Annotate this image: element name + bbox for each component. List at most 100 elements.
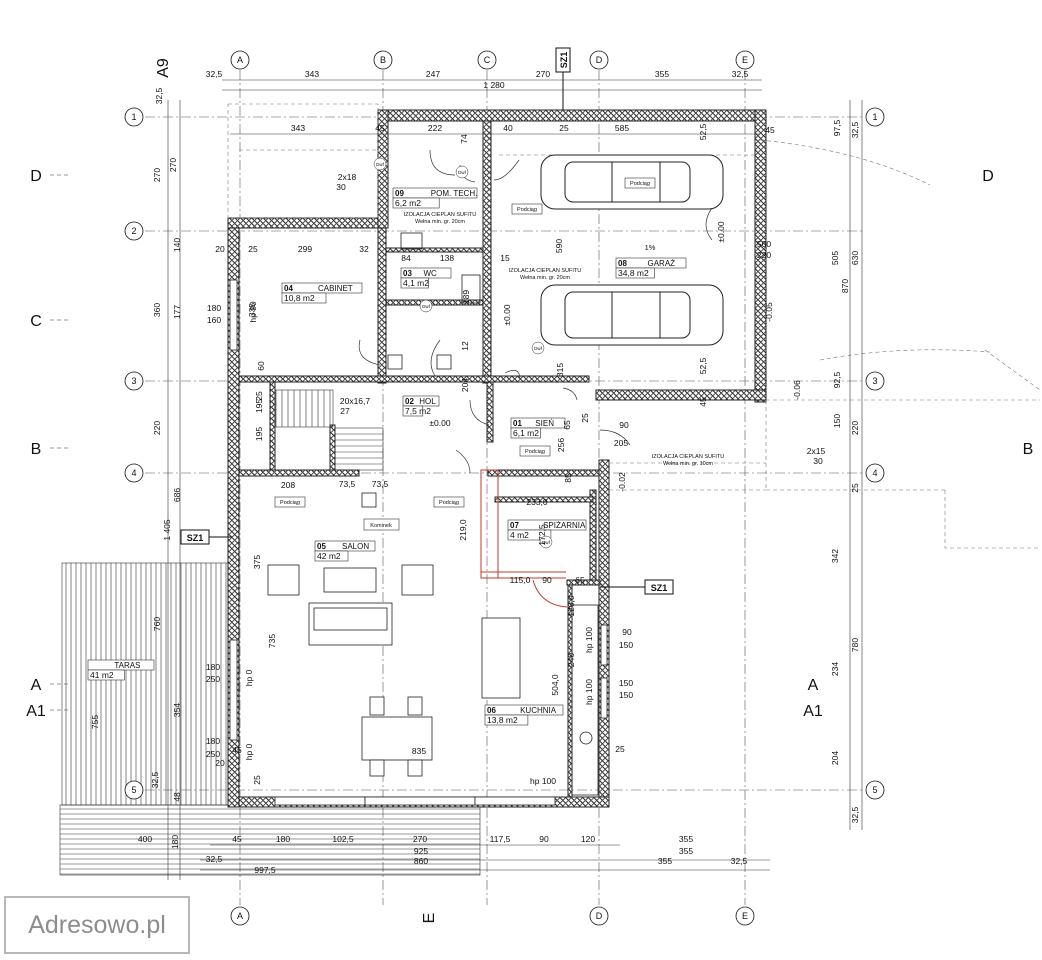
furniture: [267, 232, 599, 796]
dims_left-7: 686: [172, 488, 182, 502]
dims_top-5: 32,5: [732, 69, 749, 79]
dims_right-8: 25: [850, 483, 860, 493]
dim-interior-4: 60: [256, 361, 266, 371]
side-axis-left-1: C: [30, 313, 42, 330]
room-area-0: 6,2 m2: [395, 198, 421, 208]
dims_row2-3: 32: [359, 244, 369, 254]
dims_right-6: 150: [832, 414, 842, 428]
terrace-decking: [59, 562, 481, 876]
dim-interior-54: 90: [619, 420, 629, 430]
dims_row2-2: 299: [298, 244, 312, 254]
stairs-count: 27: [340, 406, 350, 416]
room-area-8: 13,8 m2: [487, 715, 518, 725]
insulation-note-1: IZOLACJA CIEPLAN SUFITU: [404, 212, 476, 218]
dims_row2-0: 20: [215, 244, 225, 254]
axis-bubble-d: D: [596, 911, 603, 921]
dim-interior-3: hp 90: [248, 301, 258, 323]
dim-interior-15: 233,0: [526, 497, 548, 507]
room-area-7: 4 m2: [510, 530, 529, 540]
dim-interior-43: 12: [460, 341, 470, 351]
dims_bottom-0: 400: [138, 834, 152, 844]
dim-interior-26: 90: [622, 627, 632, 637]
beam-label-4: Podciąg: [439, 500, 459, 506]
dim-interior-17: 115,0: [510, 575, 531, 585]
dims_top-14: 74: [459, 134, 469, 144]
dim-interior-36: hp 0: [244, 743, 254, 760]
dim-interior-37: hp 100: [530, 776, 556, 786]
dims_bottom-17: 835: [412, 746, 426, 756]
dim-interior-44: 204: [460, 378, 470, 392]
level-m005: -0.05: [764, 302, 774, 322]
drain-label-1: Dwf: [422, 304, 430, 309]
dims_top-10: 25: [559, 123, 569, 133]
room-area-9: 41 m2: [90, 670, 114, 680]
side-axis-right-0: D: [982, 168, 994, 185]
dims_left-1: 270: [152, 168, 162, 182]
axis-bubble-3: 3: [872, 376, 877, 386]
axis-bubble-d: D: [596, 55, 603, 65]
section-a9: A9: [155, 58, 172, 78]
dim-interior-30: 180: [206, 662, 220, 672]
dim-interior-41: 30: [813, 456, 823, 466]
dims_top-12: 45: [375, 123, 385, 133]
axis-bubble-a: A: [237, 911, 243, 921]
room-name-1: CABINET: [318, 284, 353, 293]
dims_left-11: 354: [172, 703, 182, 717]
drain-label-3: Dwf: [542, 540, 550, 545]
room-number-2: 03: [403, 269, 412, 278]
dim-interior-7: 25: [254, 391, 264, 401]
beam-label-2: Podciąg: [525, 449, 545, 455]
dim-interior-12: 735: [267, 634, 277, 648]
dim-interior-16: 219,0: [458, 519, 468, 541]
insulation-sub-2: Wełna min. gr. 20cm: [520, 275, 570, 281]
chimney-wall: [480, 469, 568, 608]
dims_right-5: 92,5: [832, 371, 842, 388]
level-garage-right: ±0.00: [716, 221, 726, 242]
section-sz1-top: SZ1: [559, 52, 569, 69]
dims_right-12: 204: [830, 751, 840, 765]
dims_bottom-15: 355: [658, 856, 672, 866]
room-area-5: 6,1 m2: [513, 428, 539, 438]
room-number-4: 02: [405, 397, 414, 406]
dims_top-7: 343: [291, 123, 305, 133]
dims_bottom-9: 355: [679, 834, 693, 844]
room-area-2: 4,1 m2: [403, 278, 429, 288]
dim-interior-55: 25: [615, 744, 625, 754]
side-axis-right-1: B: [1023, 441, 1034, 458]
dims_top-1: 343: [305, 69, 319, 79]
dim-interior-49: 85: [563, 473, 573, 483]
room-area-3: 34,8 m2: [618, 268, 649, 278]
dims_top-4: 355: [655, 69, 669, 79]
dim-interior-51: 52,5: [698, 357, 708, 374]
axis-bubble-2: 2: [131, 226, 136, 236]
room-number-8: 06: [487, 706, 496, 715]
axis-bubble-1: 1: [872, 112, 877, 122]
dims_bottom-8: 120: [581, 834, 595, 844]
dim-interior-40: 2x15: [807, 446, 826, 456]
dims_right-10: 780: [850, 638, 860, 652]
dim-interior-1: 160: [207, 315, 221, 325]
dims_left-12: 32,5: [150, 771, 160, 788]
slope-label: 1%: [645, 243, 656, 252]
room-name-8: KUCHNIA: [520, 706, 557, 715]
dim-interior-56: 25: [580, 413, 590, 423]
staircase: [275, 389, 384, 471]
dims_left-13: 48: [172, 792, 182, 802]
room-name-0: POM. TECH.: [431, 189, 478, 198]
dims_row2-4: 84: [401, 253, 411, 263]
axis-bubble-5: 5: [131, 785, 136, 795]
dims_bottom-12: 860: [414, 856, 428, 866]
room-area-4: 7,5 m2: [405, 406, 431, 416]
dims_top-13: 45: [765, 125, 775, 135]
axis-bubble-4: 4: [872, 468, 877, 478]
dims_bottom-3: 180: [276, 834, 290, 844]
dim-interior-39: 30: [336, 182, 346, 192]
dim-interior-9: 73,5: [339, 479, 356, 489]
dim-interior-35: 45: [232, 745, 242, 755]
room-name-3: GARAŻ: [648, 259, 676, 268]
side-axis-right-2: A: [808, 677, 819, 694]
side-axis-left-4: A1: [26, 703, 46, 720]
